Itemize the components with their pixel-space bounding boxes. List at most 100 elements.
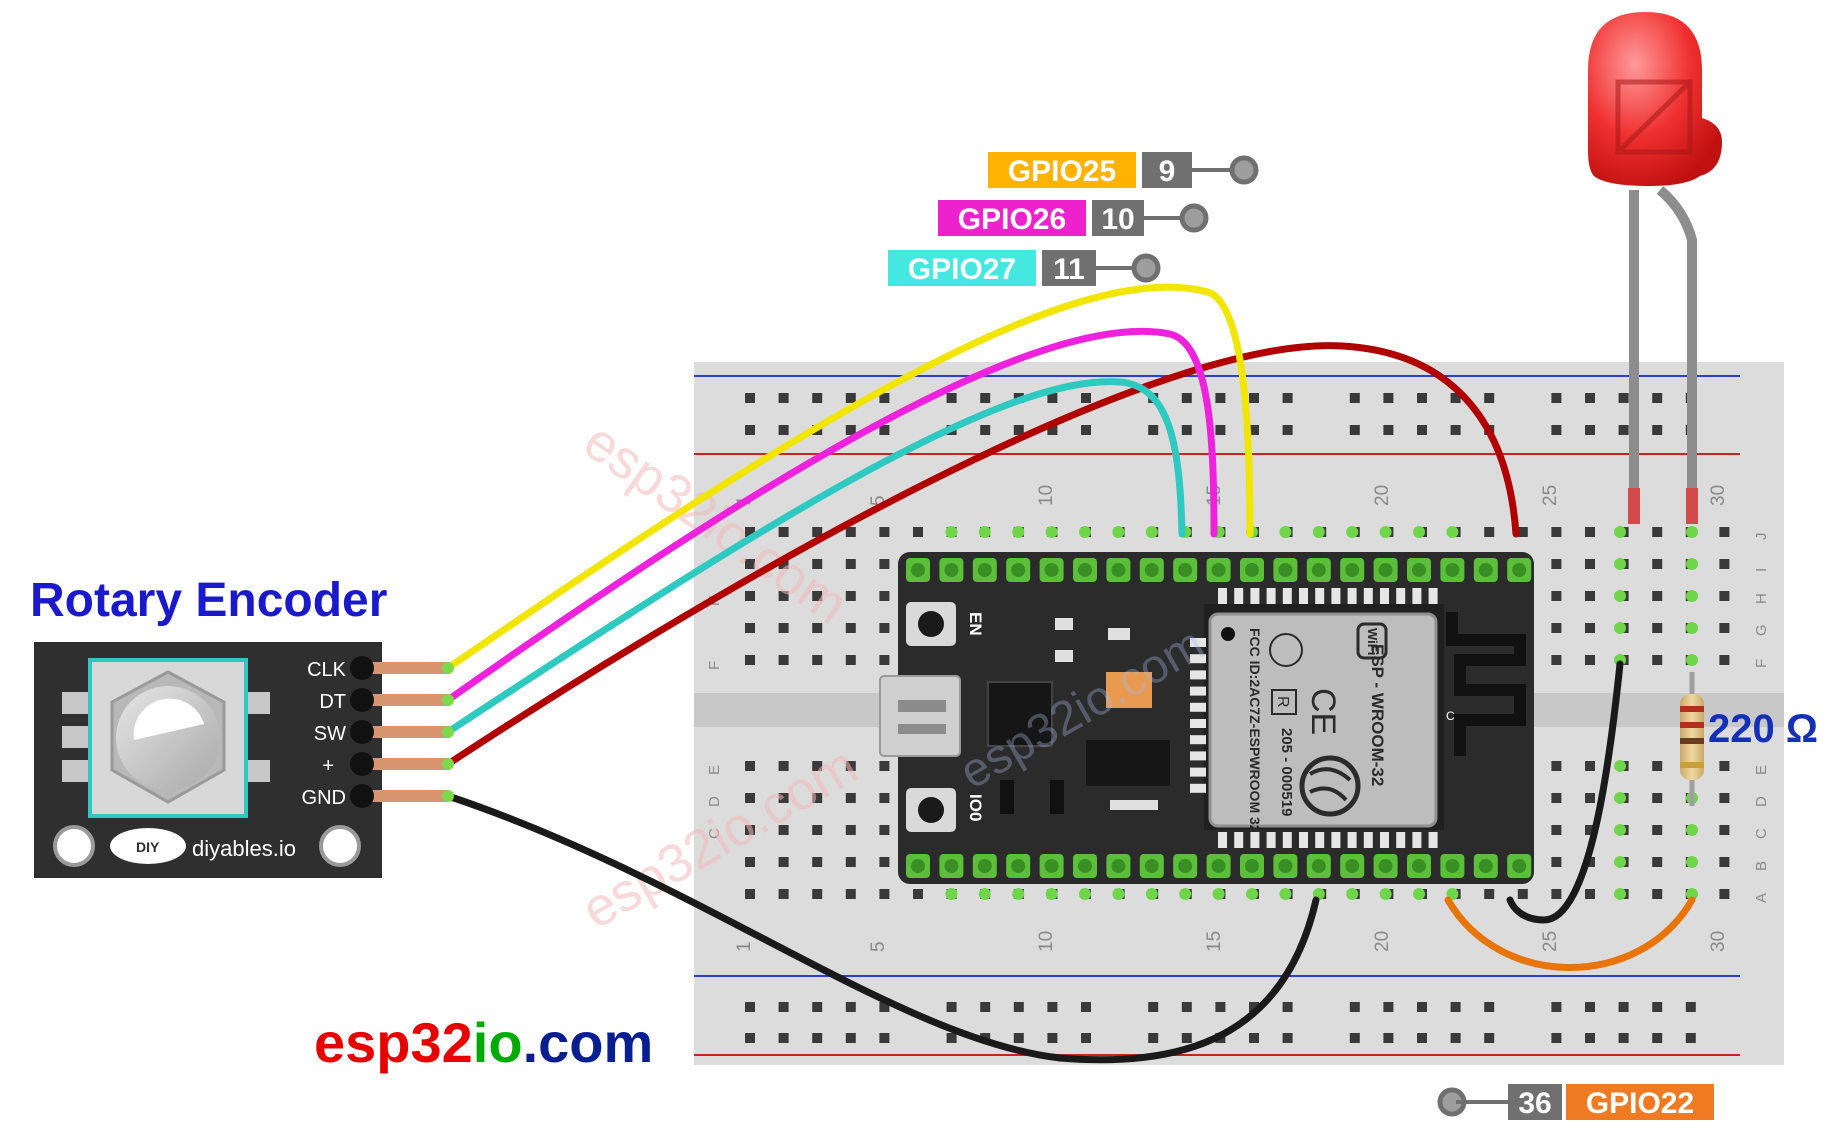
rail-hole bbox=[980, 425, 991, 435]
terminal-hole bbox=[1719, 527, 1730, 537]
terminal-hole bbox=[879, 761, 890, 771]
terminal-hole bbox=[745, 825, 755, 835]
rail-hole bbox=[1148, 1033, 1159, 1043]
terminal-hole bbox=[1719, 761, 1730, 771]
terminal-hole bbox=[1585, 889, 1595, 899]
terminal-hole bbox=[1585, 857, 1595, 867]
terminal-hole bbox=[812, 857, 823, 867]
gpio25-name: GPIO25 bbox=[1008, 155, 1116, 188]
module-pad bbox=[1347, 588, 1357, 604]
terminal-hole bbox=[1585, 655, 1595, 665]
encoder-pin-label-vcc: + bbox=[322, 755, 334, 777]
wire-end bbox=[442, 694, 454, 706]
active-hole bbox=[1614, 590, 1626, 602]
terminal-hole bbox=[1551, 559, 1562, 569]
module-pad bbox=[1315, 832, 1325, 848]
terminal-hole bbox=[1652, 591, 1663, 601]
rail-hole bbox=[1349, 1033, 1360, 1043]
gpio22-pin-box bbox=[1508, 1084, 1562, 1120]
header-pin-hole bbox=[1178, 859, 1193, 873]
wire-end bbox=[442, 758, 454, 770]
usb-port-slot bbox=[898, 700, 946, 712]
terminal-hole bbox=[1652, 761, 1663, 771]
brand-part-com: .com bbox=[523, 1011, 654, 1074]
rail-hole bbox=[1685, 1002, 1696, 1012]
gpio22-label: 36 GPIO22 bbox=[1437, 1084, 1714, 1120]
terminal-hole bbox=[778, 825, 789, 835]
active-hole bbox=[1279, 888, 1292, 900]
diyables-logo-text: DIY bbox=[136, 839, 160, 855]
top-col-number: 5 bbox=[868, 495, 889, 506]
wire-end bbox=[442, 790, 454, 802]
rail-hole bbox=[1349, 393, 1360, 403]
certification-mark bbox=[1269, 633, 1303, 667]
gpio27-name: GPIO27 bbox=[908, 253, 1016, 286]
header-pin-hole bbox=[1178, 563, 1193, 577]
rail-hole bbox=[1652, 425, 1663, 435]
io0-button-cap[interactable] bbox=[918, 797, 944, 823]
terminal-hole bbox=[879, 655, 890, 665]
rail-hole bbox=[1349, 425, 1360, 435]
rail-hole bbox=[778, 425, 789, 435]
terminal-hole bbox=[1517, 527, 1528, 537]
led-leg-tip bbox=[1628, 488, 1640, 524]
module-pad bbox=[1234, 832, 1244, 848]
gpio22-name-box bbox=[1566, 1084, 1714, 1120]
top-col-number: 20 bbox=[1372, 485, 1393, 506]
en-button-cap[interactable] bbox=[918, 611, 944, 637]
rail-hole bbox=[1047, 1033, 1058, 1043]
module-pad bbox=[1190, 735, 1206, 745]
active-hole bbox=[1212, 888, 1225, 900]
terminal-hole bbox=[778, 623, 789, 633]
header-pin-hole bbox=[1512, 859, 1527, 873]
active-hole bbox=[1614, 824, 1626, 836]
active-hole bbox=[1346, 888, 1359, 900]
encoder-pin-lead bbox=[356, 694, 448, 706]
terminal-hole bbox=[812, 623, 823, 633]
encoder-side-tab bbox=[62, 726, 94, 748]
active-hole bbox=[1145, 888, 1158, 900]
header-pin-hole bbox=[1111, 563, 1126, 577]
terminal-hole bbox=[1652, 655, 1663, 665]
active-hole bbox=[1012, 526, 1025, 538]
module-pad bbox=[1218, 832, 1227, 848]
terminal-hole bbox=[845, 591, 856, 601]
rail-hole bbox=[879, 1002, 890, 1012]
terminal-hole bbox=[1719, 889, 1730, 899]
rail-hole bbox=[946, 393, 957, 403]
gpio25-terminal bbox=[1229, 155, 1259, 185]
header-pin-hole bbox=[1144, 859, 1159, 873]
en-label: EN bbox=[966, 612, 985, 636]
header-pin-hole bbox=[1445, 859, 1460, 873]
row-letter: D bbox=[706, 796, 723, 807]
gpio-labels: GPIO25 9 GPIO26 10 GPIO27 11 36 bbox=[888, 152, 1714, 1120]
module-pad bbox=[1412, 588, 1422, 604]
rail-hole bbox=[1685, 1033, 1696, 1043]
terminal-hole bbox=[879, 527, 890, 537]
ce-mark: CE bbox=[1304, 688, 1342, 735]
active-hole bbox=[945, 526, 958, 538]
encoder-side-tab bbox=[62, 692, 94, 714]
row-letter: F bbox=[706, 661, 723, 670]
terminal-hole bbox=[1585, 591, 1595, 601]
rail-hole bbox=[1585, 393, 1595, 403]
gpio25-label: GPIO25 9 bbox=[988, 152, 1259, 188]
module-pad bbox=[1428, 588, 1438, 604]
rail-hole bbox=[1081, 1002, 1091, 1012]
terminal-hole bbox=[845, 889, 856, 899]
rail-hole bbox=[745, 425, 755, 435]
rail-hole bbox=[778, 393, 789, 403]
rail-hole bbox=[1349, 1002, 1360, 1012]
gpio22-name: GPIO22 bbox=[1586, 1087, 1694, 1120]
rail-hole bbox=[1181, 1002, 1192, 1012]
active-hole bbox=[978, 888, 991, 900]
brand-part-esp32: esp32 bbox=[314, 1011, 473, 1074]
terminal-hole bbox=[879, 793, 890, 803]
rail-hole bbox=[1417, 1002, 1427, 1012]
row-letter: E bbox=[706, 765, 723, 775]
active-hole bbox=[1686, 622, 1698, 634]
module-pad bbox=[1331, 832, 1341, 848]
rail-hole bbox=[1484, 393, 1495, 403]
active-hole bbox=[1346, 526, 1359, 538]
rail-hole bbox=[1249, 1002, 1259, 1012]
